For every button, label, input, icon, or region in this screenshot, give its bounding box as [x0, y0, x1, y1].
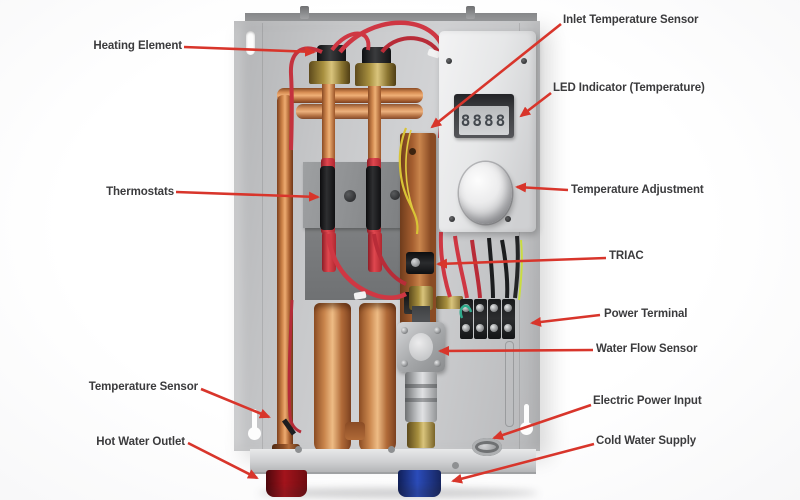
- terminal-screw: [490, 304, 498, 312]
- led-indicator-display: 8888: [459, 106, 509, 135]
- cylinder-ridge: [405, 398, 437, 402]
- copper-pipe-top2: [296, 104, 423, 119]
- plate-bolt: [390, 190, 400, 200]
- label-electric-power-input: Electric Power Input: [593, 395, 702, 407]
- element-tube-2: [368, 86, 381, 164]
- terminal-screw: [504, 304, 512, 312]
- element-sleeve-2b: [368, 232, 382, 272]
- thermostat-1: [320, 166, 335, 230]
- cold-water-supply-fitting: [398, 470, 441, 497]
- sensor-bolt: [401, 327, 408, 334]
- heating-element-base-1: [309, 61, 350, 84]
- base-screw: [452, 462, 459, 469]
- base-screw: [388, 446, 395, 453]
- terminal-screw: [462, 304, 470, 312]
- plate-bolt: [344, 190, 356, 202]
- label-triac: TRIAC: [609, 250, 644, 262]
- rail-clip: [466, 6, 475, 19]
- mounting-slot: [246, 31, 255, 55]
- arrow-power-terminal: [530, 313, 601, 327]
- panel-bend: [262, 23, 263, 449]
- triac-screw: [411, 258, 420, 267]
- rail-clip: [300, 6, 309, 19]
- terminal-screw: [476, 304, 484, 312]
- thermostat-2: [366, 166, 381, 230]
- sensor-bolt: [434, 327, 441, 334]
- label-led-indicator: LED Indicator (Temperature): [553, 82, 705, 94]
- label-heating-element: Heating Element: [93, 40, 182, 52]
- panel-screw: [505, 216, 511, 222]
- sensor-neck: [412, 306, 430, 324]
- sensor-cylinder: [405, 372, 437, 422]
- temperature-adjustment-knob: [459, 162, 512, 224]
- manifold-hole: [409, 148, 416, 155]
- heating-element-base-2: [355, 63, 396, 86]
- chamber-link: [345, 422, 365, 440]
- label-temperature-sensor: Temperature Sensor: [88, 381, 198, 393]
- terminal-screw: [504, 324, 512, 332]
- element-sleeve-1b: [322, 232, 336, 272]
- ground-shadow: [258, 488, 538, 498]
- hot-water-outlet-fitting: [266, 470, 307, 497]
- mounting-rail: [245, 13, 537, 23]
- label-thermostats: Thermostats: [106, 186, 174, 198]
- heat-chamber-1: [314, 303, 351, 453]
- label-temperature-adjustment: Temperature Adjustment: [571, 184, 704, 196]
- panel-slot: [505, 341, 514, 427]
- copper-pipe-top: [277, 88, 423, 103]
- sensor-face: [409, 333, 433, 361]
- outlet-pipe: [277, 95, 293, 452]
- cylinder-ridge: [405, 384, 437, 388]
- terminal-screw: [462, 324, 470, 332]
- base-screw: [295, 446, 302, 453]
- keyhole-slot: [247, 409, 261, 445]
- heat-chamber-2: [359, 303, 396, 453]
- triac-component: [406, 252, 434, 274]
- valve-brass-bottom: [407, 422, 435, 448]
- label-hot-water-outlet: Hot Water Outlet: [96, 436, 185, 448]
- panel-screw: [446, 58, 452, 64]
- panel-screw: [449, 216, 455, 222]
- keyhole-slot: [519, 404, 533, 440]
- terminal-bracket: [436, 296, 463, 309]
- label-water-flow-sensor: Water Flow Sensor: [596, 343, 698, 355]
- terminal-screw: [476, 324, 484, 332]
- sensor-bolt: [434, 360, 441, 367]
- sensor-bolt: [401, 360, 408, 367]
- label-power-terminal: Power Terminal: [604, 308, 688, 320]
- electric-power-input-port: [472, 438, 502, 456]
- element-tube-1: [322, 84, 335, 164]
- panel-screw: [521, 58, 527, 64]
- label-cold-water-supply: Cold Water Supply: [596, 435, 697, 447]
- label-inlet-temperature-sensor: Inlet Temperature Sensor: [563, 14, 699, 26]
- terminal-screw: [490, 324, 498, 332]
